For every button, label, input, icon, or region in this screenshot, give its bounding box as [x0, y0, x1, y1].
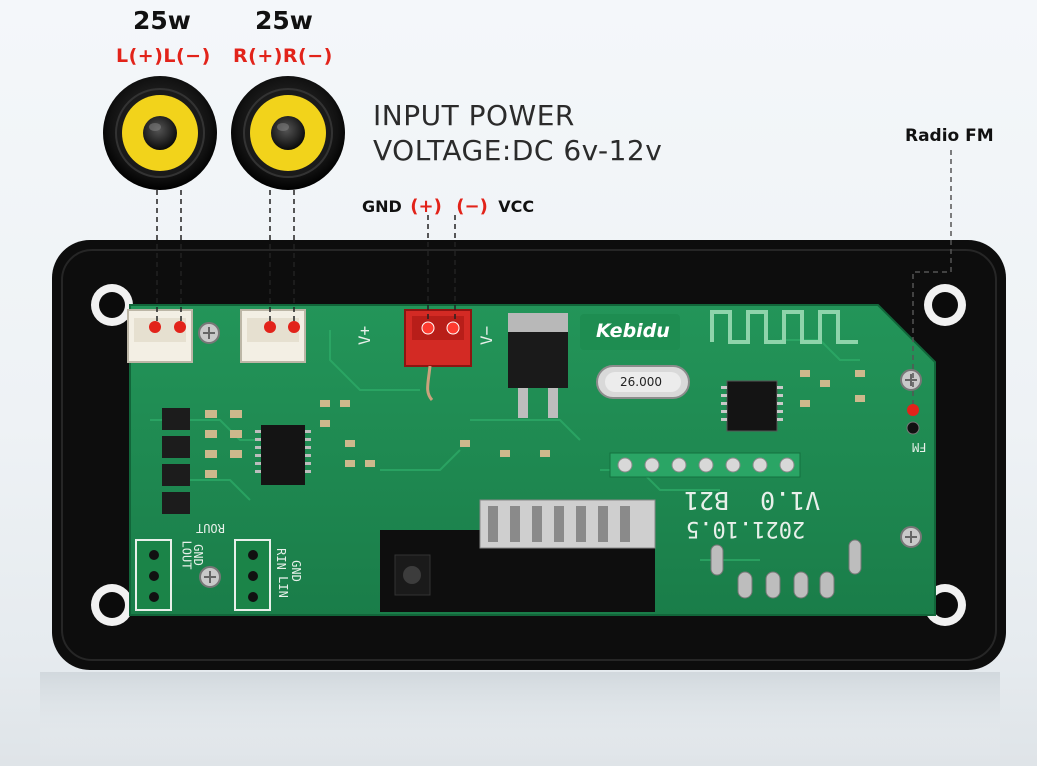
kebidu-brand: Kebidu — [596, 320, 670, 342]
power-pin-labels: GND (+) (−) VCC — [362, 196, 534, 217]
silk-vplus: V+ — [355, 325, 375, 346]
inductors — [162, 408, 190, 514]
input-power-line2: VOLTAGE:DC 6v-12v — [373, 134, 663, 167]
left-speaker-polarity: L(+)L(−) — [116, 45, 211, 67]
left-speaker-watt: 25w — [133, 6, 191, 35]
right-speaker-watt: 25w — [255, 6, 313, 35]
line-io-headers — [135, 539, 271, 611]
vcc-label: VCC — [498, 197, 535, 216]
screws — [198, 322, 922, 588]
input-power-line1: INPUT POWER — [373, 99, 575, 132]
radio-leader-line — [912, 150, 952, 404]
gnd-label: GND — [362, 197, 402, 216]
fm-antenna-pad — [906, 421, 920, 435]
crystal-frequency: 26.000 — [620, 375, 662, 389]
fm-antenna-marker — [907, 404, 919, 416]
plus-label: (+) — [410, 196, 442, 217]
silk-vminus: V− — [477, 325, 497, 346]
right-speaker-connector — [240, 309, 306, 363]
antenna-trace — [710, 310, 858, 344]
board-model: B21 — [684, 486, 730, 515]
input-power-title: INPUT POWER VOLTAGE:DC 6v-12v — [373, 98, 662, 168]
right-speaker-polarity: R(+)R(−) — [233, 45, 333, 67]
board-version: V1.0 — [760, 486, 821, 515]
speaker-leader-lines — [156, 190, 295, 322]
crystal — [596, 365, 690, 399]
silk-rin: RIN — [273, 548, 288, 570]
pads — [710, 539, 862, 599]
power-connector — [404, 309, 472, 401]
sd-card-slot — [380, 499, 656, 612]
minus-label: (−) — [456, 196, 488, 217]
kebidu-badge — [580, 314, 680, 350]
silk-gnd-left: GND — [190, 544, 205, 566]
silk-gnd-right: GND — [288, 560, 303, 582]
silk-rout: ROUT — [196, 521, 225, 535]
silk-fm: FM — [912, 440, 927, 454]
silk-lin: LIN — [275, 576, 290, 598]
right-speaker-icon — [231, 76, 345, 190]
radio-fm-label: Radio FM — [905, 126, 994, 146]
left-speaker-icon — [103, 76, 217, 190]
left-speaker-connector — [127, 309, 193, 363]
amplifier-ic — [255, 425, 311, 485]
header-pins — [617, 457, 795, 473]
bluetooth-chip — [721, 380, 783, 432]
smd-components — [205, 370, 865, 478]
board-date: 2021.10.5 — [686, 516, 806, 541]
voltage-regulator — [508, 313, 568, 418]
